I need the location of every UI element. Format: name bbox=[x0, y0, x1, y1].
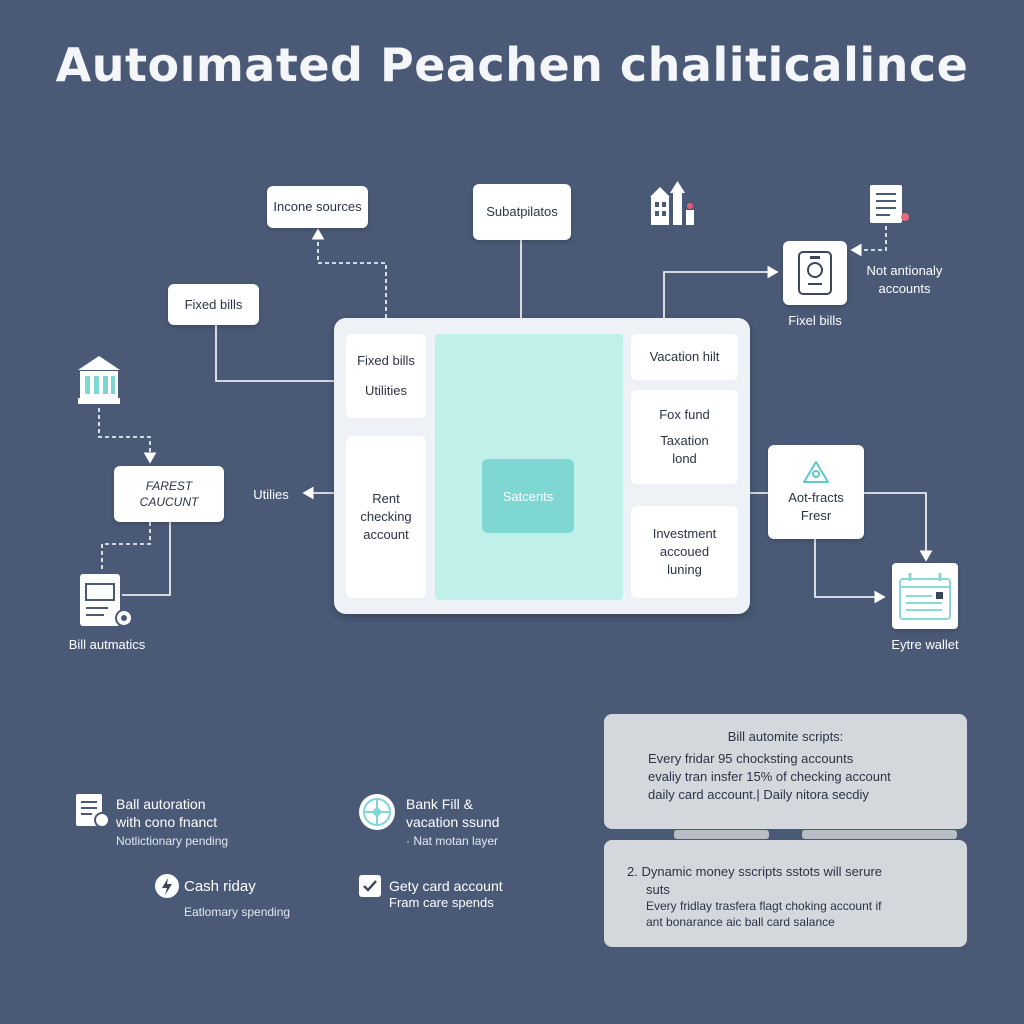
wire-income bbox=[311, 228, 387, 318]
document-gear-icon bbox=[76, 794, 110, 828]
wire-forest-bill bbox=[101, 522, 151, 570]
lightning-icon bbox=[155, 874, 179, 898]
hub-rent-checking[interactable]: Rent checking account bbox=[346, 436, 426, 598]
wallet-card[interactable] bbox=[892, 563, 958, 629]
checkbox-icon[interactable] bbox=[358, 874, 382, 898]
notepad-icon bbox=[870, 185, 909, 223]
panel-divider-right bbox=[802, 830, 957, 839]
bill-automatics-label: Bill autmatics bbox=[68, 637, 146, 652]
subtitle-box[interactable]: Subatpilatos bbox=[473, 184, 571, 240]
feature-gety-card: Gety card account Fram care spends bbox=[389, 878, 503, 911]
wallet-list-icon bbox=[899, 573, 951, 620]
utilities-label: Utilies bbox=[253, 487, 289, 502]
dynamic-scripts-lines: Every fridlay trasfera flagt choking acc… bbox=[646, 899, 882, 929]
bank-icon bbox=[78, 356, 120, 404]
bill-scripts-panel: Bill automite scripts: Every fridar 95 c… bbox=[604, 714, 967, 829]
wire-bank-forest bbox=[98, 408, 157, 464]
income-sources-box[interactable]: Incone sources bbox=[267, 186, 368, 228]
hub-center-panel: Satcents bbox=[435, 334, 623, 600]
bill-scripts-lines: Every fridar 95 chocksting accounts eval… bbox=[648, 751, 891, 802]
panel-divider-left bbox=[674, 830, 769, 839]
wire-aot-wallet-2 bbox=[814, 539, 886, 604]
tablet-icon bbox=[798, 251, 832, 295]
feature-bank-fill: Bank Fill & vacation ssund · Nat motan l… bbox=[406, 796, 500, 849]
dynamic-scripts-panel: 2. Dynamic money sscripts sstots will se… bbox=[604, 840, 967, 947]
wire-notes-fixel bbox=[850, 226, 887, 257]
buildings-growth-icon bbox=[650, 181, 694, 225]
aotfracts-box[interactable]: Aot-fracts Fresr bbox=[768, 445, 864, 539]
bill-document-gear-icon bbox=[80, 574, 133, 627]
bill-scripts-title: Bill automite scripts: bbox=[727, 729, 844, 744]
wire-hub-fixel bbox=[663, 265, 779, 318]
alert-triangle-icon bbox=[803, 461, 829, 484]
central-hub: Fixed bills Utilities Rent checking acco… bbox=[334, 318, 750, 614]
satcents-button[interactable]: Satcents bbox=[482, 459, 574, 533]
fixel-bills-card[interactable] bbox=[783, 241, 847, 305]
not-antionaly-label: Not antionaly accounts bbox=[866, 263, 943, 296]
dynamic-scripts-title: 2. Dynamic money sscripts sstots will se… bbox=[627, 864, 883, 897]
globe-icon bbox=[359, 794, 395, 830]
hub-fixed-bills-utilities[interactable]: Fixed bills Utilities bbox=[346, 334, 426, 418]
page-title: Autoımated Peachen chaliticalince bbox=[55, 38, 969, 92]
forest-account-box[interactable]: FAREST CAUCUNT bbox=[114, 466, 224, 522]
eytre-wallet-label: Eytre wallet bbox=[891, 637, 959, 652]
fixed-bills-box[interactable]: Fixed bills bbox=[168, 284, 259, 325]
hub-fox-fund[interactable]: Fox fund Taxation lond bbox=[631, 390, 738, 484]
hub-vacation[interactable]: Vacation hilt bbox=[631, 334, 738, 380]
feature-ball-autoration: Ball autoration with cono fnanct Notlict… bbox=[116, 796, 229, 849]
fixel-bills-label: Fixel bills bbox=[788, 313, 842, 328]
feature-cash-riday: Cash riday Eatlomary spending bbox=[184, 878, 291, 919]
hub-investment[interactable]: Investment accoued luning bbox=[631, 506, 738, 598]
wire-aot-wallet bbox=[864, 492, 933, 562]
wire-fixed-bills bbox=[215, 325, 334, 382]
